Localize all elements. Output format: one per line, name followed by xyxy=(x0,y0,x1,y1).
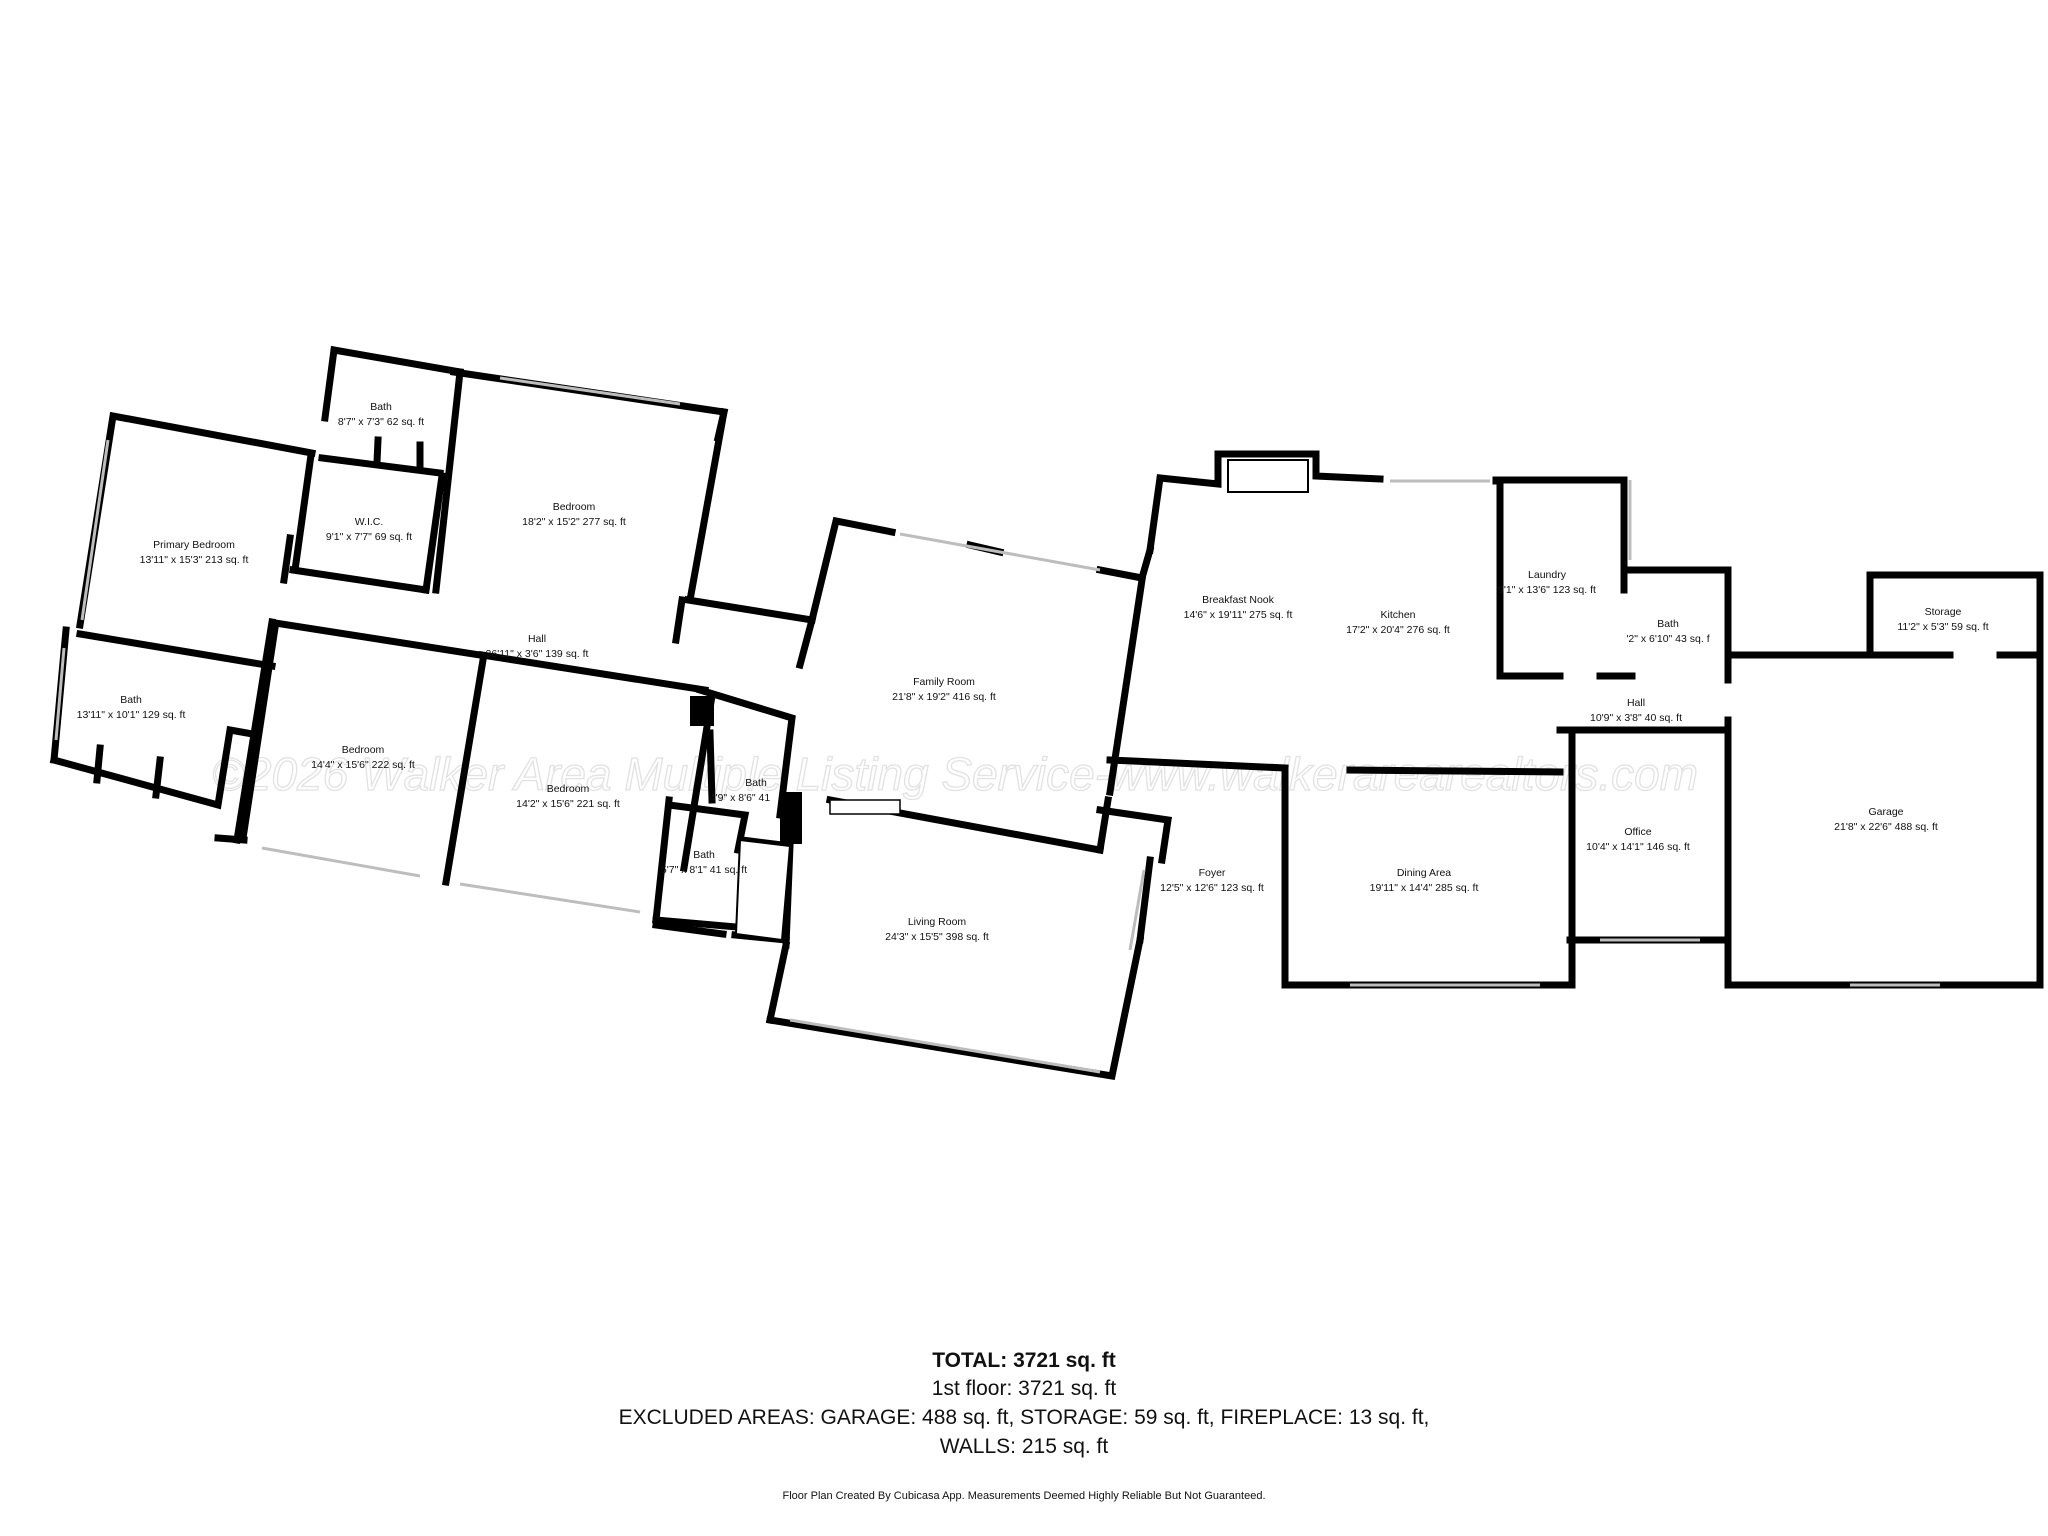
svg-text:Garage: Garage xyxy=(1868,806,1903,818)
svg-text:Laundry: Laundry xyxy=(1528,569,1567,581)
svg-text:Kitchen: Kitchen xyxy=(1380,609,1415,621)
svg-text:10'9" x 3'8" 40 sq. ft: 10'9" x 3'8" 40 sq. ft xyxy=(1590,712,1682,724)
svg-text:19'11" x 14'4" 285 sq. ft: 19'11" x 14'4" 285 sq. ft xyxy=(1370,882,1479,894)
svg-text:Storage: Storage xyxy=(1925,606,1962,618)
svg-text:18'2" x 15'2" 277 sq. ft: 18'2" x 15'2" 277 sq. ft xyxy=(522,516,626,528)
room-family-room: Family Room 21'8" x 19'2" 416 sq. ft xyxy=(892,676,996,703)
svg-text:Bedroom: Bedroom xyxy=(547,783,590,795)
excluded-areas: EXCLUDED AREAS: GARAGE: 488 sq. ft, STOR… xyxy=(618,1406,1430,1429)
room-garage: Garage 21'8" x 22'6" 488 sq. ft xyxy=(1834,806,1938,833)
room-wic: W.I.C. 9'1" x 7'7" 69 sq. ft xyxy=(326,516,412,543)
total-area: TOTAL: 3721 sq. ft xyxy=(932,1349,1116,1372)
svg-text:10'4" x 14'1" 146 sq. ft: 10'4" x 14'1" 146 sq. ft xyxy=(1586,841,1690,853)
room-dining-area: Dining Area 19'11" x 14'4" 285 sq. ft xyxy=(1370,867,1479,894)
svg-text:Primary Bedroom: Primary Bedroom xyxy=(153,539,235,551)
svg-text:Bedroom: Bedroom xyxy=(342,744,385,756)
svg-text:Hall: Hall xyxy=(528,633,546,645)
room-foyer: Foyer 12'5" x 12'6" 123 sq. ft xyxy=(1160,867,1264,894)
svg-text:Bath: Bath xyxy=(1657,618,1679,630)
svg-text:Living Room: Living Room xyxy=(908,916,967,928)
room-bedroom-1: Bedroom 18'2" x 15'2" 277 sq. ft xyxy=(522,501,626,528)
svg-text:Office: Office xyxy=(1624,826,1651,838)
svg-text:9'1" x 7'7" 69 sq. ft: 9'1" x 7'7" 69 sq. ft xyxy=(326,531,412,543)
room-hall-1: Hall 36'11" x 3'6" 139 sq. ft xyxy=(486,633,589,660)
area-summary: TOTAL: 3721 sq. ft 1st floor: 3721 sq. f… xyxy=(0,1348,2048,1461)
room-storage: Storage 11'2" x 5'3" 59 sq. ft xyxy=(1897,606,1988,633)
room-bath-3: Bath 4'9" x 8'6" 41 xyxy=(710,777,771,804)
room-labels: Bath 8'7" x 7'3" 62 sq. ft Bedroom 18'2" x… xyxy=(77,401,1989,943)
room-primary-bedroom: Primary Bedroom 13'11" x 15'3" 213 sq. ft xyxy=(140,539,249,566)
svg-text:8'7" x 7'3" 62 sq. ft: 8'7" x 7'3" 62 sq. ft xyxy=(338,416,424,428)
windows xyxy=(54,376,1940,1074)
svg-text:14'4" x 15'6" 222 sq. ft: 14'4" x 15'6" 222 sq. ft xyxy=(311,759,415,771)
svg-text:Family Room: Family Room xyxy=(913,676,975,688)
svg-text:36'11" x 3'6" 139 sq. ft: 36'11" x 3'6" 139 sq. ft xyxy=(486,648,589,660)
room-bath-4: Bath 5'7" x 8'1" 41 sq. ft xyxy=(661,849,747,876)
room-kitchen: Kitchen 17'2" x 20'4" 276 sq. ft xyxy=(1346,609,1450,636)
walls xyxy=(49,345,2044,1080)
svg-text:5'7" x 8'1" 41 sq. ft: 5'7" x 8'1" 41 sq. ft xyxy=(661,864,747,876)
room-bath-1: Bath 8'7" x 7'3" 62 sq. ft xyxy=(338,401,424,428)
svg-text:21'8" x 19'2" 416 sq. ft: 21'8" x 19'2" 416 sq. ft xyxy=(892,691,996,703)
svg-text:4'9" x 8'6" 41: 4'9" x 8'6" 41 xyxy=(710,792,771,804)
svg-text:Bath: Bath xyxy=(370,401,392,413)
svg-text:'2" x 6'10" 43 sq. f: '2" x 6'10" 43 sq. f xyxy=(1626,633,1709,645)
fireplace xyxy=(690,459,1309,942)
room-hall-2: Hall 10'9" x 3'8" 40 sq. ft xyxy=(1590,697,1682,724)
svg-text:13'11" x 10'1" 129 sq. ft: 13'11" x 10'1" 129 sq. ft xyxy=(77,709,186,721)
walls-area: WALLS: 215 sq. ft xyxy=(939,1435,1109,1458)
room-office: Office 10'4" x 14'1" 146 sq. ft xyxy=(1586,826,1690,853)
room-bedroom-3: Bedroom 14'2" x 15'6" 221 sq. ft xyxy=(516,783,620,810)
svg-text:14'2" x 15'6" 221 sq. ft: 14'2" x 15'6" 221 sq. ft xyxy=(516,798,620,810)
floor-area: 1st floor: 3721 sq. ft xyxy=(931,1377,1117,1400)
room-bath-5: Bath '2" x 6'10" 43 sq. f xyxy=(1626,618,1709,645)
svg-text:9'1" x 13'6" 123 sq. ft: 9'1" x 13'6" 123 sq. ft xyxy=(1498,584,1596,596)
room-living-room: Living Room 24'3" x 15'5" 398 sq. ft xyxy=(885,916,989,943)
svg-text:12'5" x 12'6" 123 sq. ft: 12'5" x 12'6" 123 sq. ft xyxy=(1160,882,1264,894)
svg-text:Foyer: Foyer xyxy=(1199,867,1226,879)
svg-text:Bath: Bath xyxy=(693,849,715,861)
svg-text:14'6" x 19'11" 275 sq. ft: 14'6" x 19'11" 275 sq. ft xyxy=(1184,609,1293,621)
svg-text:Bath: Bath xyxy=(120,694,142,706)
svg-text:Bath: Bath xyxy=(745,777,767,789)
svg-text:W.I.C.: W.I.C. xyxy=(355,516,384,528)
svg-text:17'2" x 20'4" 276 sq. ft: 17'2" x 20'4" 276 sq. ft xyxy=(1346,624,1450,636)
svg-text:Hall: Hall xyxy=(1627,697,1645,709)
room-laundry: Laundry 9'1" x 13'6" 123 sq. ft xyxy=(1498,569,1596,596)
room-bedroom-2: Bedroom 14'4" x 15'6" 222 sq. ft xyxy=(311,744,415,771)
disclaimer: Floor Plan Created By Cubicasa App. Meas… xyxy=(782,1490,1266,1502)
svg-text:Bedroom: Bedroom xyxy=(553,501,596,513)
svg-text:Dining Area: Dining Area xyxy=(1397,867,1451,879)
room-breakfast-nook: Breakfast Nook 14'6" x 19'11" 275 sq. ft xyxy=(1184,594,1293,621)
room-bath-2: Bath 13'11" x 10'1" 129 sq. ft xyxy=(77,694,186,721)
svg-text:21'8" x 22'6" 488 sq. ft: 21'8" x 22'6" 488 sq. ft xyxy=(1834,821,1938,833)
svg-text:11'2" x 5'3" 59 sq. ft: 11'2" x 5'3" 59 sq. ft xyxy=(1897,621,1988,633)
svg-text:Breakfast Nook: Breakfast Nook xyxy=(1202,594,1275,606)
svg-text:13'11" x 15'3" 213 sq. ft: 13'11" x 15'3" 213 sq. ft xyxy=(140,554,249,566)
svg-text:24'3" x 15'5" 398 sq. ft: 24'3" x 15'5" 398 sq. ft xyxy=(885,931,989,943)
